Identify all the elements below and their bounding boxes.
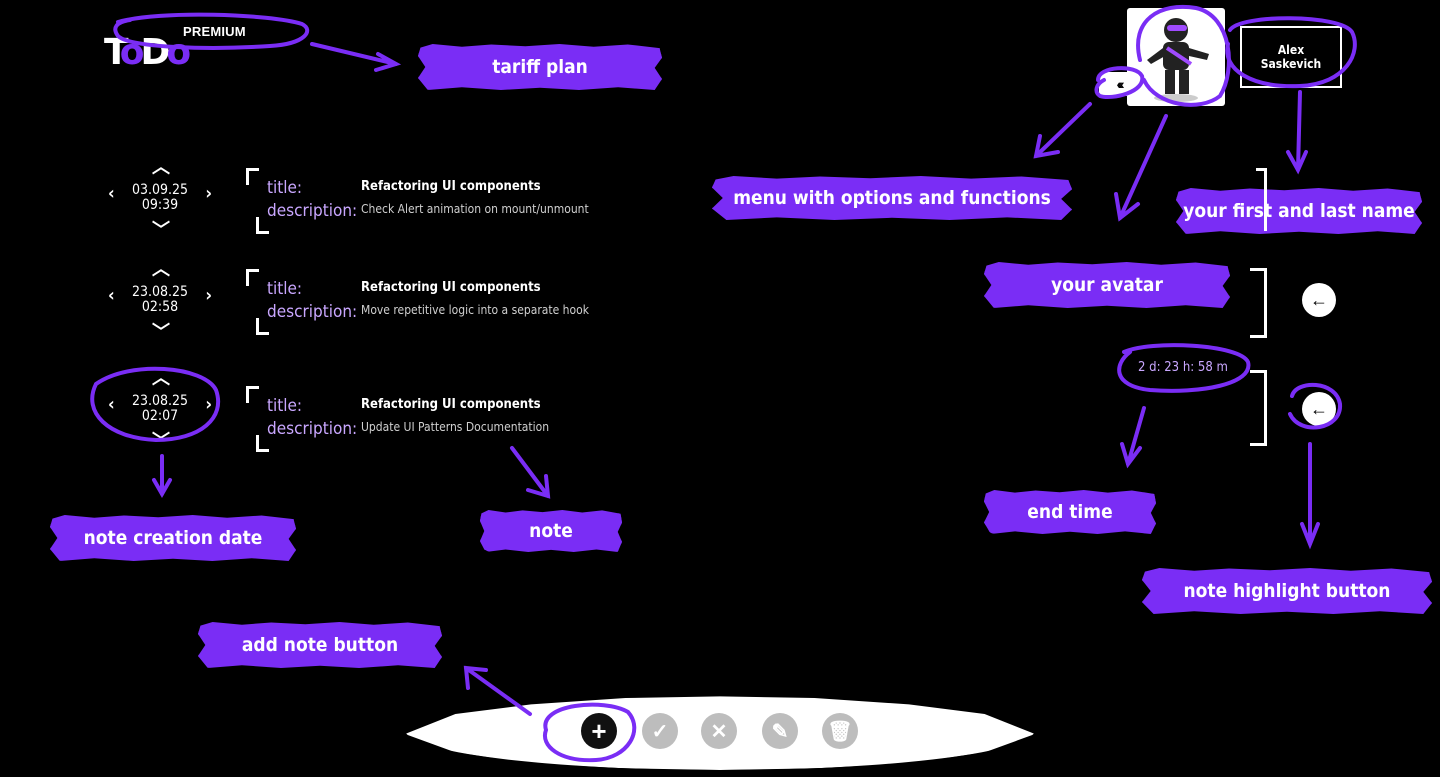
check-icon: ✓ <box>651 720 669 743</box>
note-title: Refactoring UI components <box>361 397 541 412</box>
list-item[interactable]: title: description: Refactoring UI compo… <box>246 386 606 452</box>
note-description-label: description: <box>267 201 358 221</box>
chevron-right-icon: › <box>205 183 212 204</box>
side-bracket <box>1256 168 1267 231</box>
chevron-up-icon: ︿ <box>152 368 170 389</box>
annotation-note: note <box>480 510 622 552</box>
avatar[interactable] <box>1127 8 1225 106</box>
delete-button[interactable]: 🗑 <box>822 713 858 749</box>
plus-icon: + <box>591 715 607 746</box>
note-title-label: title: <box>267 396 303 416</box>
arrow-avatar <box>1114 114 1168 222</box>
list-item[interactable]: title: description: Refactoring UI compo… <box>246 269 606 335</box>
add-note-button[interactable]: + <box>581 713 617 749</box>
note-description-label: description: <box>267 302 358 322</box>
chevron-right-icon: › <box>205 394 212 415</box>
side-bracket <box>1250 370 1267 446</box>
note-highlight-button[interactable]: ← <box>1302 283 1336 317</box>
chevron-left-icon: ‹ <box>108 285 115 306</box>
user-name: Alex Saskevich <box>1240 26 1342 88</box>
arrow-endtime <box>1120 406 1146 469</box>
arrow-name <box>1286 90 1308 175</box>
edit-button[interactable]: ✎ <box>762 713 798 749</box>
end-time: 2 d: 23 h: 58 m <box>1138 360 1228 375</box>
annotation-creation-date: note creation date <box>50 515 296 561</box>
annotation-avatar: your avatar <box>984 262 1230 308</box>
user-last-name: Saskevich <box>1260 57 1322 71</box>
note-date-badge[interactable]: ︿ ‹ › ﹀ 23.08.25 02:58 <box>108 261 212 342</box>
note-date: 03.09.25 <box>131 182 189 198</box>
note-date: 23.08.25 <box>131 393 189 409</box>
note-highlight-button[interactable]: ← <box>1302 392 1336 426</box>
chevron-down-icon: ﹀ <box>152 220 170 241</box>
bracket-bottom <box>256 217 269 234</box>
user-first-name: Alex <box>1277 43 1305 57</box>
note-time: 09:39 <box>141 197 179 213</box>
cancel-button[interactable]: ✕ <box>701 713 737 749</box>
menu-button[interactable]: ‹‹‹ <box>1099 72 1139 96</box>
arrow-highlight <box>1300 442 1320 550</box>
logo-text: ToDo <box>104 32 191 73</box>
arrow-left-icon: ← <box>1310 398 1328 419</box>
ninja-avatar-icon <box>1147 18 1209 102</box>
annotation-menu: menu with options and functions <box>712 176 1072 220</box>
note-description: Check Alert animation on mount/unmount <box>361 202 589 216</box>
note-description: Move repetitive logic into a separate ho… <box>361 303 589 317</box>
note-title: Refactoring UI components <box>361 179 541 194</box>
tariff-badge: PREMIUM <box>183 24 246 39</box>
bracket-top <box>246 269 259 286</box>
trash-icon: 🗑 <box>827 720 853 743</box>
note-title-label: title: <box>267 279 303 299</box>
arrow-note <box>510 446 551 499</box>
chevron-down-icon: ﹀ <box>152 431 170 452</box>
app-logo: ToDo <box>104 32 191 73</box>
annotation-tariff-plan: tariff plan <box>418 44 662 90</box>
bracket-bottom <box>256 435 269 452</box>
annotation-first-last-name: your first and last name <box>1176 188 1422 234</box>
note-date: 23.08.25 <box>131 284 189 300</box>
note-description: Update UI Patterns Documentation <box>361 420 550 434</box>
note-time: 02:58 <box>141 299 179 315</box>
chevrons-left-icon: ‹‹‹ <box>1116 76 1125 92</box>
complete-button[interactable]: ✓ <box>642 713 678 749</box>
side-bracket <box>1250 268 1267 338</box>
close-icon: ✕ <box>710 720 728 743</box>
chevron-up-icon: ︿ <box>152 259 170 280</box>
pencil-icon: ✎ <box>771 720 789 743</box>
bracket-top <box>246 168 259 185</box>
chevron-down-icon: ﹀ <box>152 322 170 343</box>
chevron-left-icon: ‹ <box>108 183 115 204</box>
note-title-label: title: <box>267 178 303 198</box>
arrow-tariff <box>310 42 402 72</box>
chevron-left-icon: ‹ <box>108 394 115 415</box>
annotation-end-time: end time <box>984 490 1156 534</box>
annotation-add-note: add note button <box>198 622 442 668</box>
note-title: Refactoring UI components <box>361 280 541 295</box>
note-time: 02:07 <box>141 408 179 424</box>
note-description-label: description: <box>267 419 358 439</box>
note-date-badge[interactable]: ︿ ‹ › ﹀ 23.08.25 02:07 <box>108 370 212 451</box>
list-item[interactable]: title: description: Refactoring UI compo… <box>246 168 606 234</box>
chevron-right-icon: › <box>205 285 212 306</box>
bracket-bottom <box>256 318 269 335</box>
arrow-menu <box>1033 102 1092 159</box>
arrow-date <box>152 454 172 499</box>
note-date-badge[interactable]: ︿ ‹ › ﹀ 03.09.25 09:39 <box>108 159 212 240</box>
bracket-top <box>246 386 259 403</box>
chevron-up-icon: ︿ <box>152 157 170 178</box>
arrow-left-icon: ← <box>1310 289 1328 310</box>
annotation-note-highlight: note highlight button <box>1142 568 1432 614</box>
